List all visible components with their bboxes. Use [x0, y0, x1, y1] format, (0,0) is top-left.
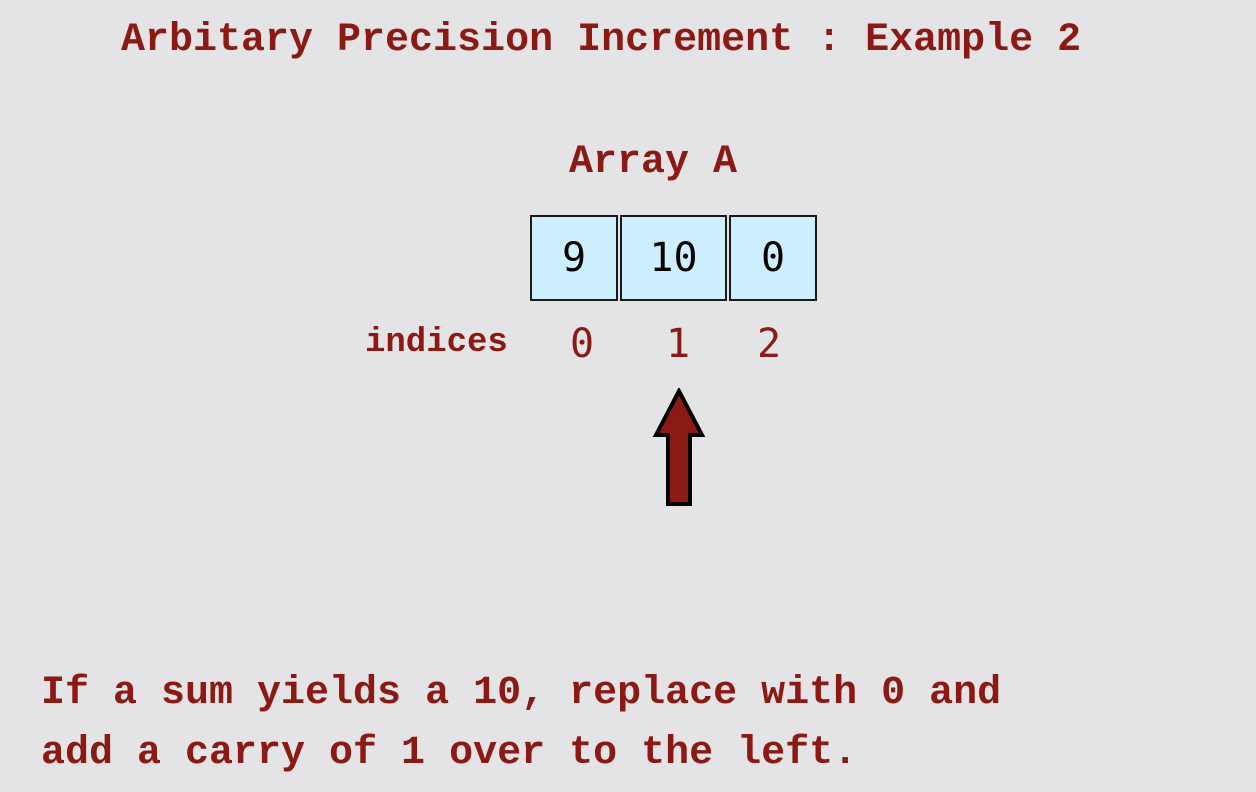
- array-cell-2: 0: [729, 215, 817, 301]
- up-arrow-shape: [652, 388, 706, 506]
- explanation-line-2: add a carry of 1 over to the left.: [41, 731, 858, 776]
- indices-label: indices: [365, 324, 508, 362]
- index-label-2: 2: [756, 321, 782, 367]
- array-cell-0: 9: [530, 215, 618, 301]
- explanation-text: If a sum yields a 10, replace with 0 and…: [41, 664, 1001, 784]
- up-arrow-icon: [652, 388, 706, 506]
- explanation-line-1: If a sum yields a 10, replace with 0 and: [41, 671, 1002, 716]
- index-label-1: 1: [665, 321, 691, 367]
- array-label: Array A: [569, 140, 738, 185]
- array-cell-1: 10: [620, 215, 727, 301]
- index-label-0: 0: [569, 321, 595, 367]
- slide-title: Arbitary Precision Increment : Example 2: [121, 18, 1082, 63]
